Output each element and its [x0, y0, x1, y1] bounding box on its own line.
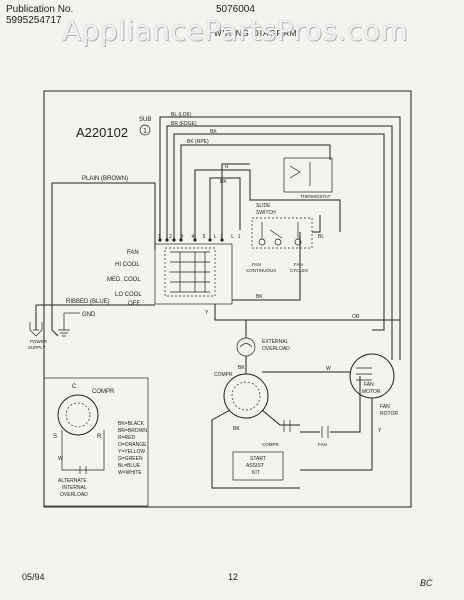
wire-plain [51, 182, 156, 322]
switch-label-hi: HI COOL [115, 262, 140, 268]
slide-switch [251, 217, 313, 249]
wire-plain-down [51, 322, 59, 337]
run-capacitor [283, 420, 291, 432]
wire-label-bk: BK [210, 129, 217, 135]
label-y2: Y [378, 428, 382, 434]
plain-label: PLAIN (BROWN) [82, 176, 128, 182]
inset-compr-label: COMPR [92, 389, 115, 395]
sub-circle [139, 124, 151, 136]
wire-label-bl: BL (LO6) [171, 112, 191, 118]
wire-compr-bk [211, 409, 300, 489]
terminal-numbers: 1 2 3 4 5 L1 L1 [158, 234, 244, 240]
sub-number: 1 [143, 128, 147, 135]
gnd-label: GND [82, 312, 96, 318]
wire-label-br: BR (FDGE) [171, 121, 197, 127]
legend-o: O=ORANGE [118, 442, 147, 448]
inset-c-label: C [72, 384, 77, 390]
wire-bl-slide [312, 215, 321, 233]
wire-r [194, 169, 341, 240]
legend-r: R=RED [118, 435, 135, 441]
label-w: W [326, 366, 331, 372]
power-plug [29, 322, 43, 337]
switch-contacts [170, 251, 210, 293]
publication-number: 5995254717 [6, 15, 62, 26]
diagram-frame [43, 90, 412, 508]
inset-compressor [57, 394, 99, 436]
legend-br: BR=BROWN [118, 428, 147, 434]
footer-page: 12 [228, 572, 239, 582]
wire-bl [159, 116, 401, 360]
switch-label-off: OFF [128, 301, 140, 307]
wire-label-bk-rpe: BK (RPE) [187, 139, 209, 145]
label-r: R [225, 164, 229, 170]
ground-symbol [58, 313, 70, 337]
label-bk-compr: BK [238, 365, 245, 371]
wire-bk-top [173, 133, 385, 331]
section-title: WIRING DIAGRAM [214, 29, 298, 38]
label-bl: BL [318, 234, 324, 240]
legend-g: G=GREEN [118, 456, 143, 462]
inset-box [43, 377, 149, 507]
switch-label-fan: FAN [127, 250, 139, 256]
wire-br [166, 125, 393, 360]
switch-terminals [158, 238, 224, 242]
start-assist-kit [232, 451, 284, 481]
footer-date: 05/94 [22, 572, 45, 582]
compressor-label: COMPR [214, 372, 233, 378]
diagram-id: A220102 [76, 125, 128, 140]
legend-y: Y=YELLOW [118, 449, 145, 455]
inset-r-label: R [97, 434, 102, 440]
wire-bk-low [232, 232, 301, 301]
watermark: AppliancePartsPros.com [62, 14, 409, 47]
legend-bl: BL=BLUE [118, 463, 141, 469]
wire-bk-mid [209, 177, 241, 240]
publication-label: Publication No. [6, 4, 74, 15]
thermostat-label: THERMOSTAT [300, 194, 331, 199]
capacitor-compr-label: COMPR [262, 442, 280, 447]
footer-mark: BC [420, 578, 433, 588]
external-overload [236, 337, 256, 357]
ribbed-label: RIBBED (BLUE) [66, 299, 110, 305]
selector-switch [154, 243, 233, 305]
switch-label-med: MED. COOL [107, 277, 141, 283]
switch-label-lo: LO COOL [115, 292, 142, 298]
label-bk-compr2: BK [233, 426, 240, 432]
label-or: OR [352, 314, 360, 320]
label-bk-low: BK [256, 294, 263, 300]
wire-or [214, 304, 400, 321]
legend-w: W=WHITE [118, 470, 142, 476]
wire-fan-cap [300, 376, 361, 433]
inset-w-label: W [58, 456, 63, 462]
compressor [223, 373, 269, 419]
wire-bk-2 [221, 163, 250, 240]
label-y: Y [205, 310, 209, 316]
inset-s-label: S [53, 434, 57, 440]
label-bk-mid: BK [220, 179, 227, 185]
thermostat [283, 157, 333, 193]
capacitor-fan-label: FAN [318, 442, 327, 447]
wire-bk-rpe [180, 144, 331, 240]
color-legend: BK=BLACK BR=BROWN R=RED O=ORANGE Y=YELLO… [118, 421, 147, 476]
model-number: 5076004 [216, 4, 255, 15]
sub-label: SUB [139, 117, 151, 123]
legend-bk: BK=BLACK [118, 421, 145, 427]
